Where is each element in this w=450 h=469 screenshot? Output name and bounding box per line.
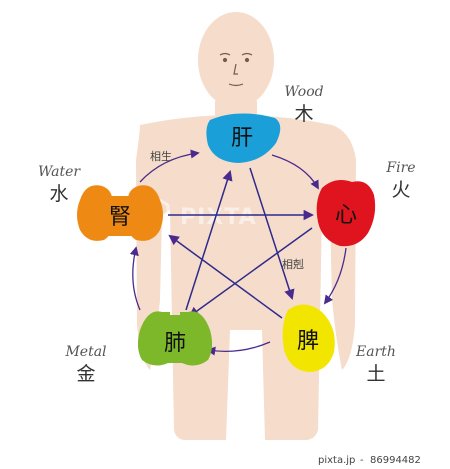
- arrow-wood-to-earth: [249, 167, 295, 300]
- earth-char: 土: [366, 363, 385, 385]
- controlling-cycle-label: 相剋: [282, 258, 304, 271]
- footer-brand: pixta.jp: [318, 455, 355, 466]
- organ-lungs: 肺: [137, 311, 213, 366]
- fire-name: Fire: [385, 160, 415, 176]
- arrow-fire-to-metal: [188, 227, 313, 318]
- arrow-water-to-wood: [139, 149, 200, 183]
- metal-char: 金: [76, 363, 95, 385]
- arrow-earth-to-metal: [206, 341, 271, 356]
- organ-heart: 心: [316, 180, 376, 247]
- generating-cycle-arrows: [129, 149, 347, 356]
- fire-char: 火: [391, 179, 410, 201]
- watermark-logo: PIXTA: [138, 195, 256, 231]
- spleen-label: 脾: [297, 329, 319, 354]
- controlling-cycle-arrows: [168, 167, 315, 319]
- arrow-wood-to-fire: [271, 154, 319, 190]
- arrow-earth-to-water: [168, 234, 283, 319]
- heart-label: 心: [335, 203, 357, 228]
- lungs-label: 肺: [164, 331, 186, 356]
- element-label-earth: Earth 土: [355, 344, 396, 385]
- arrow-metal-to-wood: [185, 169, 233, 311]
- earth-name: Earth: [355, 344, 396, 360]
- wood-char: 木: [294, 103, 313, 125]
- footer-id: 86994482: [370, 455, 421, 466]
- wood-name: Wood: [284, 84, 323, 100]
- element-label-wood: Wood 木: [284, 84, 323, 125]
- generating-cycle-label: 相生: [150, 149, 172, 163]
- water-char: 水: [49, 183, 68, 205]
- organ-spleen: 脾: [282, 304, 335, 372]
- organ-kidneys: 腎: [77, 185, 163, 241]
- liver-label: 肝: [231, 126, 253, 151]
- element-label-water: Water 水: [38, 164, 81, 205]
- face: [219, 52, 253, 87]
- kidneys-label: 腎: [109, 205, 131, 230]
- arrow-metal-to-water: [129, 246, 141, 311]
- element-label-metal: Metal 金: [64, 344, 106, 385]
- footer-separator: -: [360, 455, 364, 466]
- water-name: Water: [38, 164, 81, 180]
- metal-name: Metal: [64, 344, 106, 360]
- footer-bar: pixta.jp - 86994482: [0, 450, 450, 469]
- arrow-fire-to-earth: [323, 247, 347, 305]
- element-label-fire: Fire 火: [385, 160, 415, 201]
- organ-liver: 肝: [206, 113, 281, 163]
